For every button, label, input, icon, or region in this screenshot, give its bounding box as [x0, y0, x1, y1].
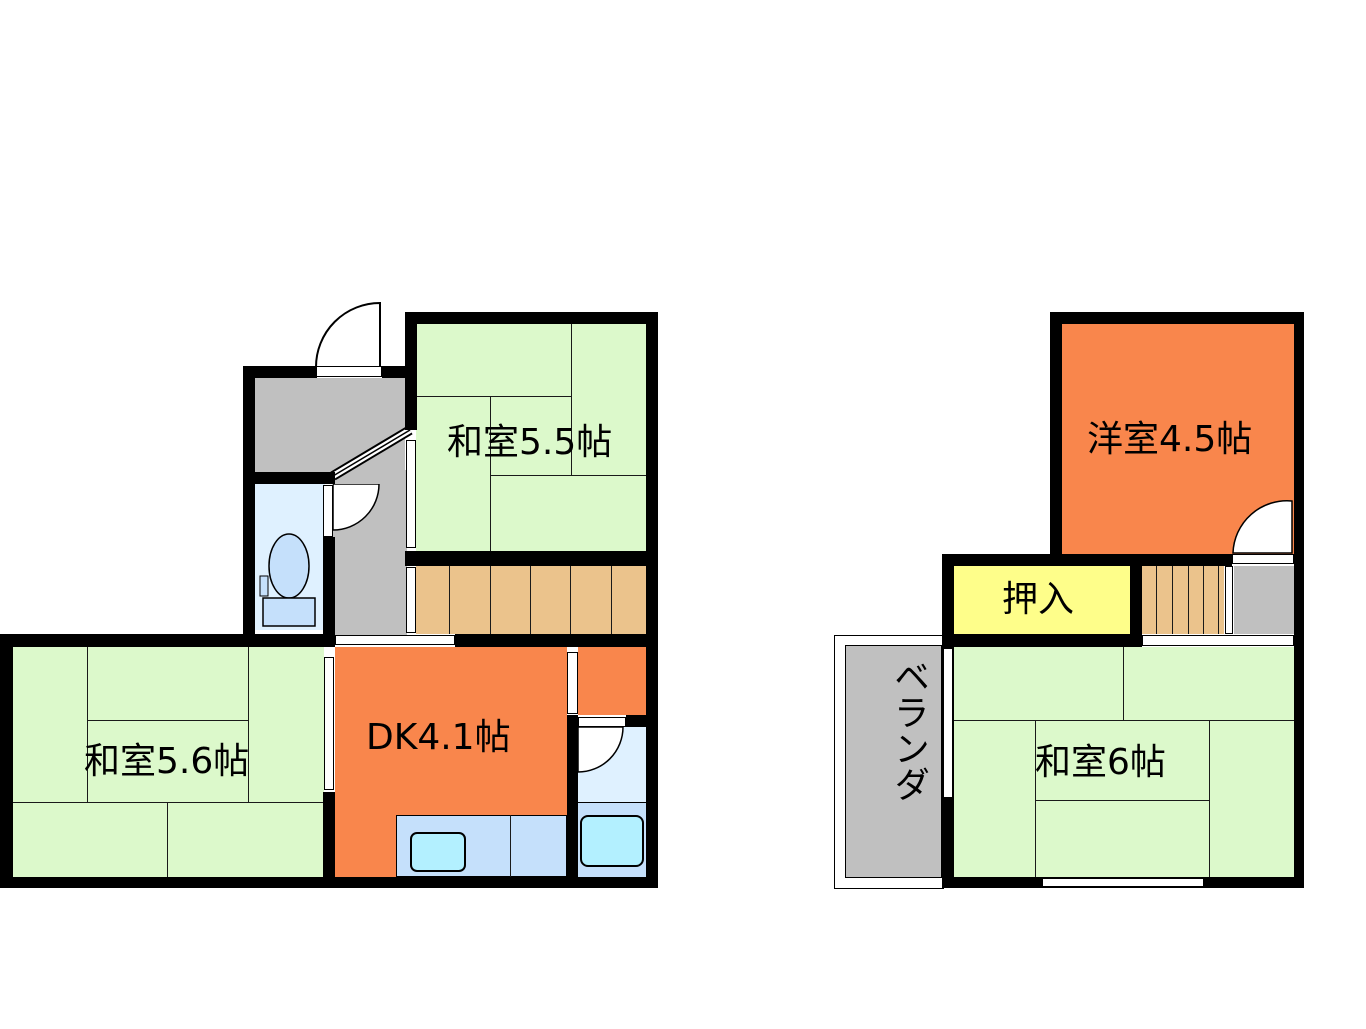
entrance-door[interactable] [316, 366, 382, 377]
room-washitsu-5-6 [13, 647, 324, 877]
room-label-oshiire: 押入 [1002, 579, 1075, 620]
sliding-door-washitsu-5-5[interactable] [406, 440, 416, 548]
room-label-yoshitsu-4-5: 洋室4.5帖 [1087, 419, 1253, 460]
room-label-dk-4-1: DK4.1帖 [366, 717, 511, 758]
landing-area [1234, 566, 1294, 634]
room-label-washitsu-6: 和室6帖 [1035, 742, 1166, 783]
room-washitsu-5-5 [416, 323, 646, 551]
sliding-door-stairs-landing[interactable] [1142, 635, 1294, 646]
room-label-washitsu-5-6: 和室5.6帖 [84, 741, 250, 782]
toilet-icon [259, 533, 316, 627]
utility-area [578, 647, 646, 715]
hall-sliding-door-icon [330, 425, 413, 481]
floor-2-plan: 洋室4.5帖 押入 ベランダ 和室6帖 [830, 300, 1310, 900]
sink-icon [410, 832, 466, 872]
washroom-door-icon [578, 727, 624, 773]
sliding-door-utility[interactable] [567, 652, 578, 714]
closet-oshiire [954, 566, 1130, 634]
room-washitsu-6 [954, 647, 1294, 877]
yoshitsu-door[interactable] [1232, 554, 1294, 564]
stairs-floor1 [416, 566, 646, 634]
window-washitsu-6-south[interactable] [1042, 878, 1204, 887]
veranda-sliding-door[interactable] [943, 648, 953, 798]
entrance-door-icon [315, 301, 381, 368]
bathtub-icon [580, 815, 644, 867]
toilet-door-icon [333, 484, 380, 531]
stair-rail [1225, 566, 1233, 634]
sliding-door-washitsu-5-6[interactable] [324, 657, 334, 790]
entrance-area [255, 378, 405, 473]
sliding-door-stairs[interactable] [406, 567, 416, 633]
toilet-door[interactable] [323, 485, 333, 537]
room-label-veranda: ベランダ [888, 658, 929, 802]
yoshitsu-door-icon [1232, 500, 1293, 554]
room-label-washitsu-5-5: 和室5.5帖 [447, 422, 613, 463]
sliding-door-dk-hall[interactable] [335, 635, 455, 645]
veranda [845, 645, 942, 878]
stairs-floor2 [1142, 566, 1224, 634]
washroom-door[interactable] [578, 717, 626, 727]
floor-1-plan: 和室5.5帖 和室5.6帖 DK4.1帖 [0, 0, 670, 900]
